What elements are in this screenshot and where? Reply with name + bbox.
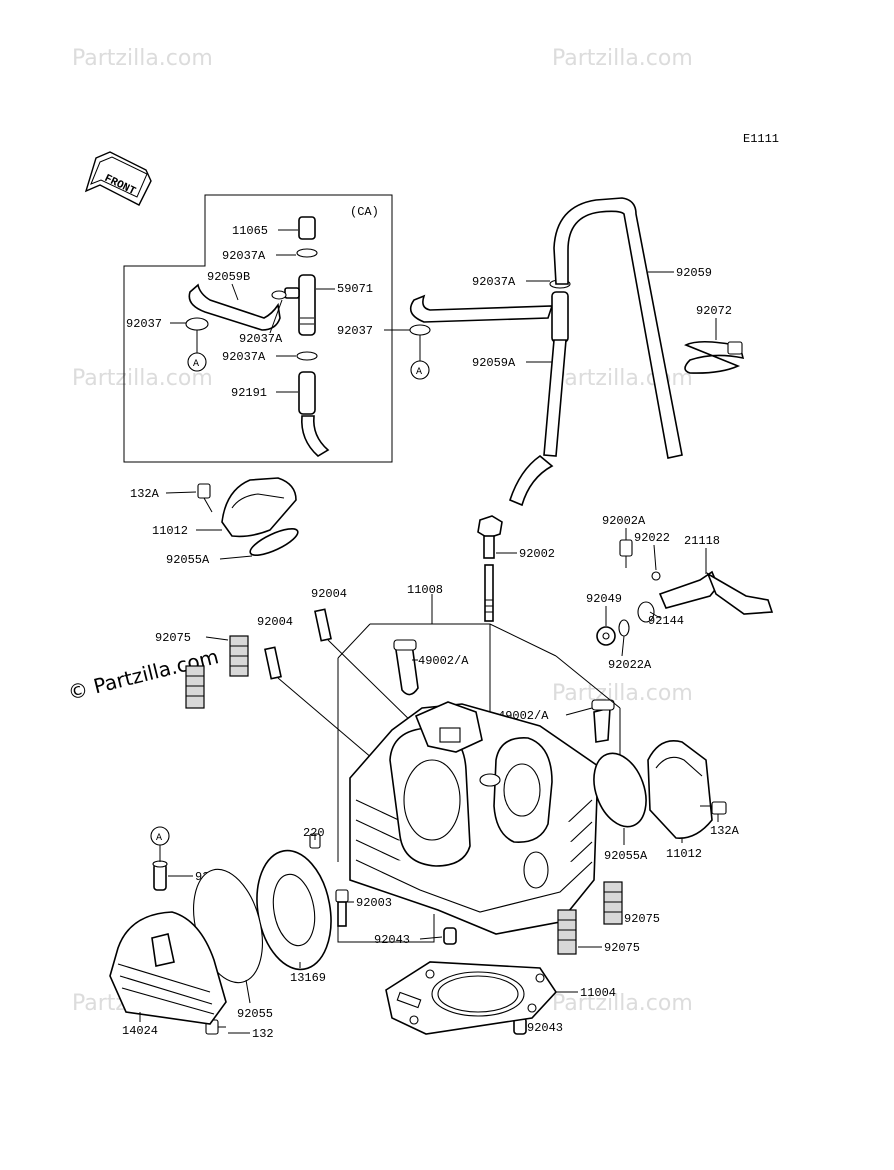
part-label: 92004 <box>311 587 347 601</box>
part-label: 11012 <box>666 847 702 861</box>
decomp-parts <box>596 539 774 646</box>
part-label: 92059A <box>472 356 516 370</box>
watermark: Partzilla.com <box>72 366 213 391</box>
ca-parts: A <box>185 216 330 457</box>
part-label: 92055A <box>166 553 210 567</box>
hose-labels: 92037A 92059 92037 92072 92059A <box>337 266 732 370</box>
part-label: 92055 <box>237 1007 273 1021</box>
part-label: 92037 <box>126 317 162 331</box>
part-label: 14024 <box>122 1024 158 1038</box>
studs <box>264 515 615 743</box>
valve-cover-right <box>593 740 727 839</box>
watermark: Partzilla.com <box>552 366 693 391</box>
part-label: 92037 <box>337 324 373 338</box>
part-label: 132A <box>710 824 740 838</box>
head-gasket-labels: 11004 <box>556 986 616 1000</box>
part-label: 92043 <box>374 933 410 947</box>
head-gasket <box>385 961 558 1035</box>
watermark: Partzilla.com <box>552 46 693 71</box>
ca-inset-box <box>123 194 393 463</box>
cover-labels-left: 132A 11012 92055A <box>130 487 253 567</box>
part-label: 92059 <box>676 266 712 280</box>
ca-labels: 11065 92037A 92059B 59071 92037 92037A 9… <box>126 224 373 400</box>
part-label: 220 <box>303 826 325 840</box>
front-arrow-icon: FRONT <box>84 151 152 206</box>
part-label: 92043 <box>527 1021 563 1035</box>
stud-labels: 92002 11008 92004 92004 49002/A 49002/A <box>257 547 593 723</box>
part-label: 92022 <box>634 531 670 545</box>
part-label: 92075 <box>155 631 191 645</box>
part-label: 132A <box>130 487 160 501</box>
part-label: 92037A <box>239 332 283 346</box>
part-label: 92075 <box>604 941 640 955</box>
part-label: 92049 <box>586 592 622 606</box>
part-label: 13169 <box>290 971 326 985</box>
watermark: Partzilla.com <box>72 46 213 71</box>
part-label: 92037A <box>222 350 266 364</box>
shim-labels: 92075 92075 92075 <box>155 631 660 955</box>
part-label: 92059B <box>207 270 250 284</box>
side-cover-labels: 14024 132 <box>122 1012 274 1041</box>
decomp-labels: 92002A 92022 21118 92049 92144 92022A <box>586 514 720 672</box>
part-label: 92037A <box>472 275 516 289</box>
ref-marker-a: A <box>416 367 422 378</box>
watermark: Partzilla.com <box>552 681 693 706</box>
gasket-labels: 13169 92055 <box>237 962 326 1021</box>
part-label: 11004 <box>580 986 616 1000</box>
part-label: 21118 <box>684 534 720 548</box>
hose-group: A <box>409 197 745 507</box>
part-label: 92003 <box>356 896 392 910</box>
part-label: 92004 <box>257 615 293 629</box>
part-label: 11012 <box>152 524 188 538</box>
valve-cover-left <box>197 477 299 556</box>
shim-stacks <box>185 635 623 955</box>
part-label: 59071 <box>337 282 373 296</box>
cover-labels-right: 132A 92055A 11012 <box>604 814 740 863</box>
ref-marker-a: A <box>193 359 199 370</box>
ca-label: (CA) <box>350 205 379 219</box>
part-label: 92191 <box>231 386 267 400</box>
part-label: 92144 <box>648 614 684 628</box>
part-label: 11065 <box>232 224 268 238</box>
part-label: 132 <box>252 1027 274 1041</box>
part-label: 92055A <box>604 849 648 863</box>
watermark: Partzilla.com <box>552 991 693 1016</box>
ref-marker-a: A <box>156 833 162 844</box>
part-label: 49002/A <box>418 654 469 668</box>
cylinder-head <box>349 701 599 935</box>
side-cover <box>109 911 227 1025</box>
part-label: 92002A <box>602 514 646 528</box>
part-label: 92072 <box>696 304 732 318</box>
part-label: 92002 <box>519 547 555 561</box>
part-label: 92075 <box>624 912 660 926</box>
part-label: 92037A <box>222 249 266 263</box>
part-label: 11008 <box>407 583 443 597</box>
diagram-code: E1111 <box>743 132 779 146</box>
part-label: 92022A <box>608 658 652 672</box>
